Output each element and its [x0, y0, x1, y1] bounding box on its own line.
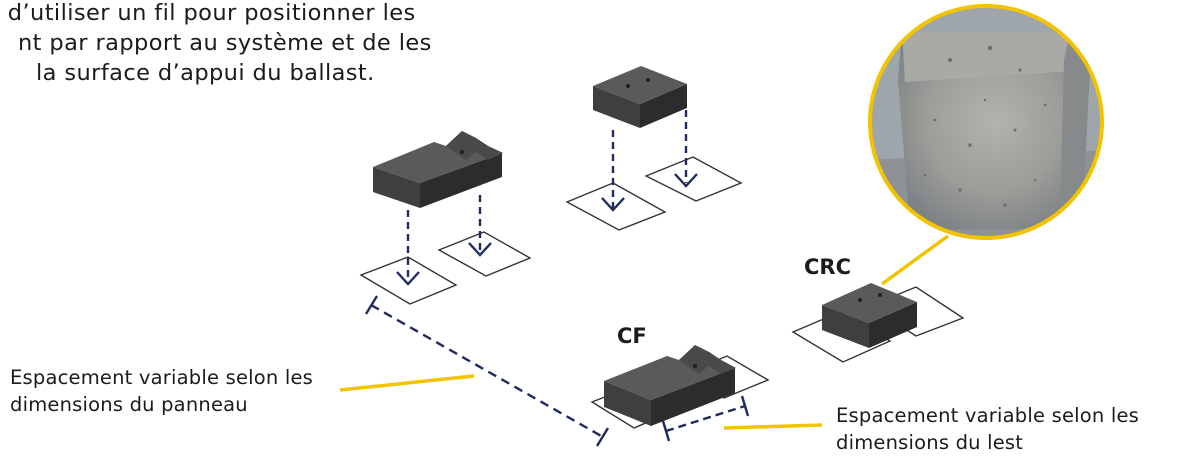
block-top-face	[822, 283, 917, 323]
ballast-spacing-dimension	[661, 395, 750, 442]
down-arrow-icon	[396, 271, 420, 286]
ballast-spacing-annotation: Espacement variable selon les dimensions…	[836, 402, 1139, 456]
intro-line-3: la surface d’appui du ballast.	[36, 60, 375, 86]
panel-spacing-line-1: Espacement variable selon les	[10, 366, 314, 389]
ballast-spacing-line-2: dimensions du lest	[836, 431, 1024, 454]
panel-spacing-line-2: dimensions du panneau	[10, 393, 248, 416]
cf-label: CF	[617, 324, 647, 348]
block-right-face	[869, 302, 917, 348]
cf-block-placed	[590, 345, 770, 429]
block-left-face	[822, 305, 869, 348]
crc-block-lifted	[593, 66, 687, 128]
support-pad-left-2	[437, 231, 532, 277]
crc-label: CRC	[804, 255, 851, 279]
photo-leader-line	[880, 234, 950, 286]
support-pad-left-1	[359, 256, 458, 305]
block-left-face	[604, 381, 651, 426]
block-right-face	[640, 84, 687, 128]
ballast-leader-line	[723, 423, 823, 430]
down-arrow-icon	[674, 173, 698, 188]
ballast-spacing-line-1: Espacement variable selon les	[836, 404, 1140, 427]
panel-spacing-annotation: Espacement variable selon les dimensions…	[10, 364, 313, 418]
down-arrow-icon	[468, 242, 492, 257]
panel-leader-line	[339, 374, 475, 392]
block-top-face	[593, 66, 687, 104]
crc-block-photo	[868, 4, 1104, 240]
intro-line-1: e d’utiliser un fil pour positionner les	[0, 0, 416, 26]
block-right-face	[651, 368, 735, 426]
block-left-face	[593, 86, 640, 128]
cf-block-lifted	[373, 131, 503, 208]
intro-line-2: nt par rapport au système et de les	[18, 30, 432, 56]
intro-paragraph: e d’utiliser un fil pour positionner les…	[0, 0, 432, 88]
block-right-face	[420, 153, 502, 208]
down-arrow-icon	[601, 197, 625, 212]
block-left-face	[373, 167, 420, 208]
crc-block-placed	[791, 283, 965, 363]
panel-spacing-dimension	[364, 295, 610, 447]
